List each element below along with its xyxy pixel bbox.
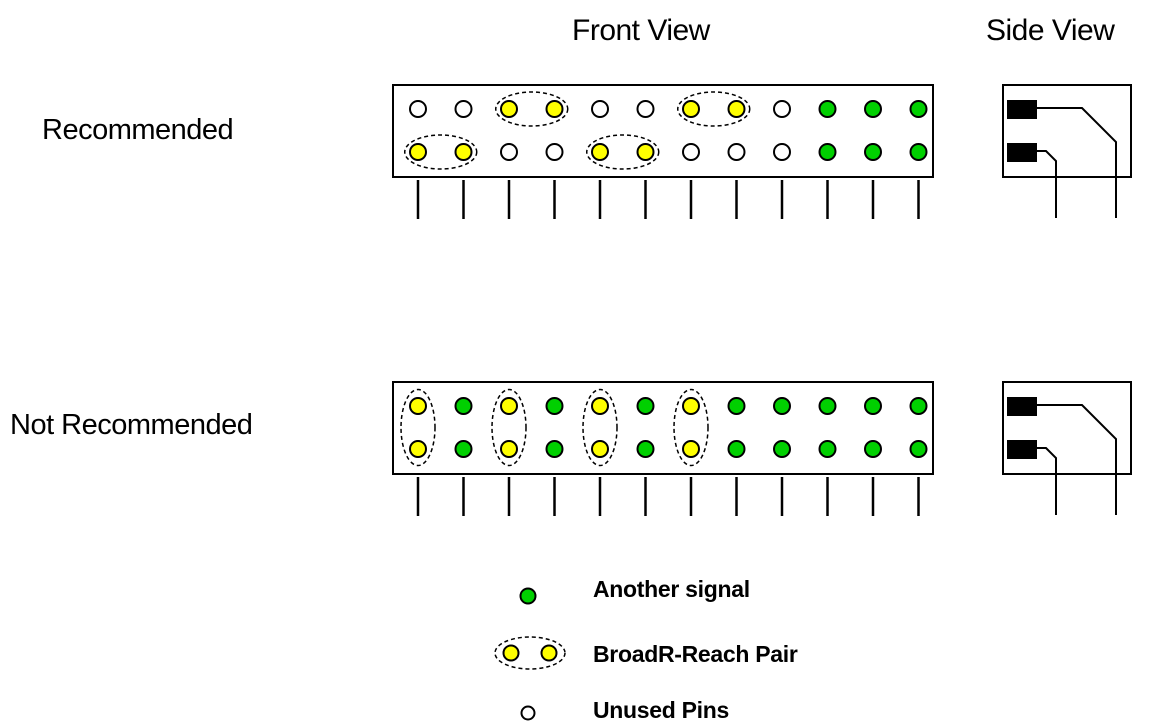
unused-pin xyxy=(636,100,655,118)
pair-outline xyxy=(491,388,527,467)
unused-pin xyxy=(409,100,427,118)
pair-pin xyxy=(727,100,746,118)
connector-body xyxy=(392,84,934,178)
signal-pin xyxy=(454,440,473,458)
pair-outline xyxy=(586,134,660,170)
signal-pin xyxy=(864,440,882,458)
signal-pin xyxy=(545,397,564,415)
recommended-front-view xyxy=(392,84,934,219)
unused-pin xyxy=(682,143,700,161)
lower-pin-path xyxy=(1037,447,1057,515)
pair-swatch-outline xyxy=(494,636,566,670)
pair-pin xyxy=(591,440,609,458)
upper-contact xyxy=(1007,397,1037,416)
lower-pin-path xyxy=(1037,150,1057,218)
pair-pin xyxy=(409,397,427,415)
lower-contact xyxy=(1007,440,1037,459)
unused-pin xyxy=(591,100,609,118)
signal-pin xyxy=(727,397,746,415)
pair-pin xyxy=(545,100,564,118)
pair-pin xyxy=(682,440,700,458)
signal-pin xyxy=(545,440,564,458)
legend-signal-label: Another signal xyxy=(593,576,750,602)
signal-pin xyxy=(773,397,791,415)
signal-pin xyxy=(454,397,473,415)
side-housing xyxy=(1002,84,1132,178)
front-view-heading: Front View xyxy=(572,14,711,47)
pair-swatch-right xyxy=(540,644,558,662)
pair-outline xyxy=(495,91,569,127)
unused-pin xyxy=(545,143,564,161)
signal-pin xyxy=(727,440,746,458)
signal-pin xyxy=(818,143,837,161)
legend: Another signal BroadR-Reach Pair Unused … xyxy=(494,576,798,723)
signal-pin xyxy=(636,440,655,458)
upper-contact xyxy=(1007,100,1037,119)
side-view-heading: Side View xyxy=(986,14,1115,47)
not-recommended-connector-legs xyxy=(416,477,920,516)
signal-pin xyxy=(909,143,928,161)
pair-pin xyxy=(500,440,518,458)
pair-pin xyxy=(682,397,700,415)
recommended-label: Recommended xyxy=(42,114,233,146)
pair-pin xyxy=(636,143,655,161)
pair-pin xyxy=(591,143,609,161)
upper-pin-path xyxy=(1037,404,1117,515)
pair-pin xyxy=(591,397,609,415)
pair-outline xyxy=(404,134,478,170)
pair-pin xyxy=(500,100,518,118)
unused-swatch xyxy=(520,705,536,721)
recommended-pin-grid xyxy=(409,100,928,161)
pair-outline xyxy=(400,388,436,467)
unused-pin xyxy=(773,143,791,161)
pair-swatch-left xyxy=(502,644,520,662)
pair-outline xyxy=(582,388,618,467)
legend-pair-label: BroadR-Reach Pair xyxy=(593,641,798,667)
pair-pin xyxy=(409,440,427,458)
side-housing xyxy=(1002,381,1132,475)
not-recommended-label: Not Recommended xyxy=(10,409,252,441)
not-recommended-side-view xyxy=(1002,381,1132,515)
legend-unused-label: Unused Pins xyxy=(593,697,729,723)
pair-outline xyxy=(677,91,751,127)
recommended-pair-outlines xyxy=(404,91,751,170)
unused-pin xyxy=(500,143,518,161)
signal-pin xyxy=(864,143,882,161)
signal-pin xyxy=(909,100,928,118)
lower-contact xyxy=(1007,143,1037,162)
signal-pin xyxy=(864,397,882,415)
signal-pin xyxy=(864,100,882,118)
signal-swatch xyxy=(519,587,537,605)
upper-pin-path xyxy=(1037,107,1117,218)
pair-pin xyxy=(682,100,700,118)
unused-pin xyxy=(773,100,791,118)
signal-pin xyxy=(909,440,928,458)
not-recommended-pin-grid xyxy=(409,397,928,458)
signal-pin xyxy=(818,440,837,458)
pair-outline xyxy=(673,388,709,467)
signal-pin xyxy=(818,100,837,118)
signal-pin xyxy=(909,397,928,415)
signal-pin xyxy=(773,440,791,458)
unused-pin xyxy=(454,100,473,118)
unused-pin xyxy=(727,143,746,161)
pair-pin xyxy=(454,143,473,161)
signal-pin xyxy=(636,397,655,415)
not-recommended-front-view xyxy=(392,381,934,516)
recommended-side-view xyxy=(1002,84,1132,218)
connector-body xyxy=(392,381,934,475)
recommended-connector-legs xyxy=(416,180,920,219)
not-recommended-pair-outlines xyxy=(400,388,709,467)
pair-pin xyxy=(500,397,518,415)
signal-pin xyxy=(818,397,837,415)
pair-pin xyxy=(409,143,427,161)
